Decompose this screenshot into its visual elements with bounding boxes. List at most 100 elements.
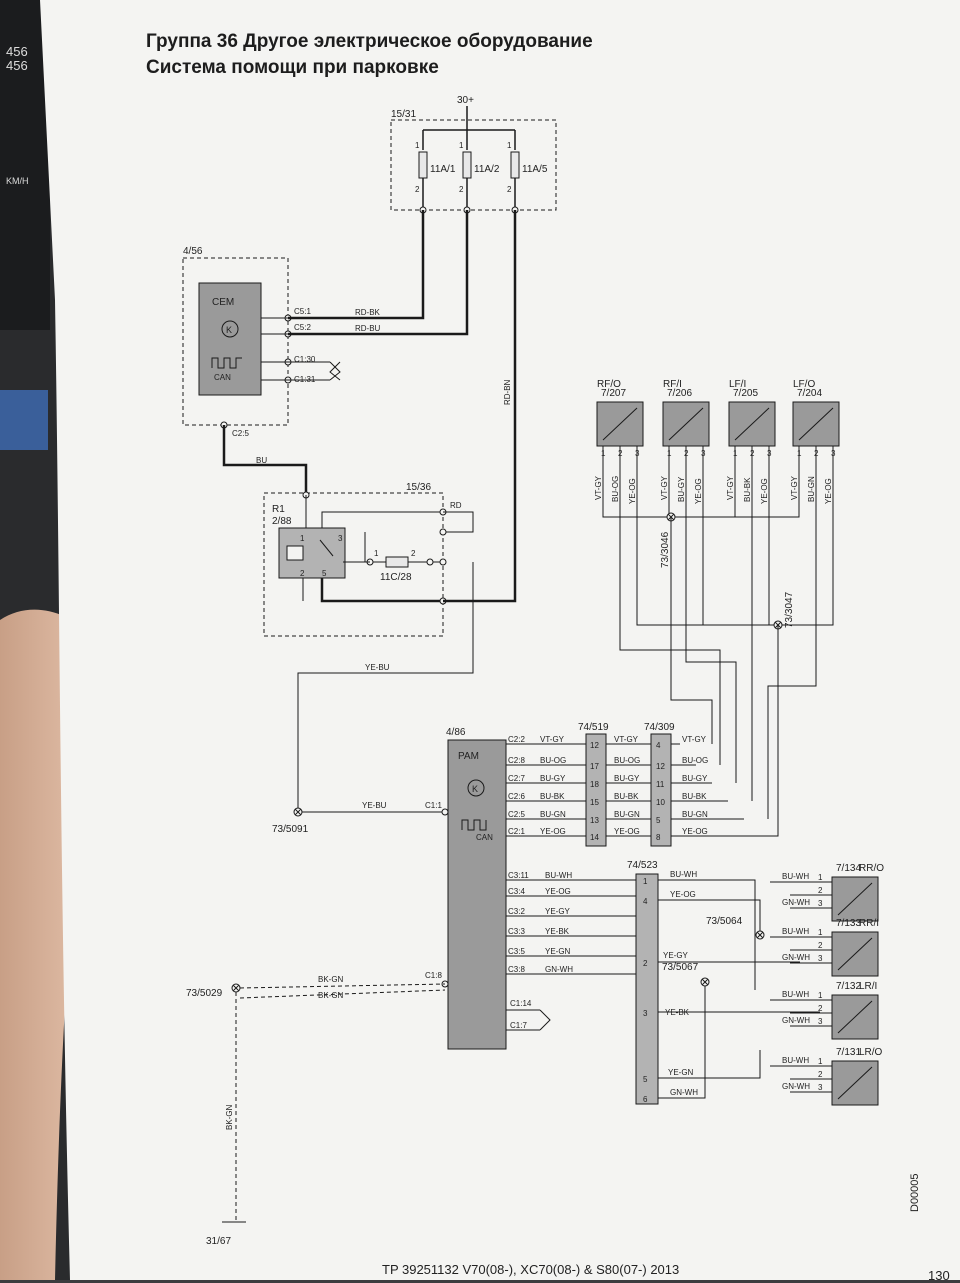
wire-rd-bk [288,210,425,320]
cem-processor-icon [221,320,239,338]
sensor-lro-pin-3: 3 [818,1083,823,1092]
sensor-rfo-wire-1: VT-GY [594,475,603,500]
fuse-11c-label: 11C/28 [380,572,412,583]
sensor-lfi-name: LF/I [729,379,746,390]
front-wire-b-label-3: BU-BK [682,792,707,801]
splice-5091-label: 73/5091 [272,824,309,835]
wire-bk-gn-2 [239,989,446,999]
cem-c1-30-label: C1:30 [294,355,316,364]
sensor-lri-pin-3: 3 [818,1017,823,1026]
sensor-rfi-ref: 7/206 [667,388,692,399]
relay-p3: 3 [338,534,343,543]
sensor-lro-diag [837,1066,873,1100]
pam-can-label: CAN [476,833,493,842]
conn-309-label: 74/309 [644,722,675,733]
cem-processor-glyph: K [226,325,232,335]
front-wire-a-label-5: YE-OG [540,827,566,836]
pam-ref: 4/86 [446,727,466,738]
pam-c1-14-label: C1:14 [510,999,532,1008]
relay-p5: 5 [322,569,327,578]
can-twist-b [329,361,341,381]
sensor-rfi-diag [668,407,704,441]
sensor-lfo-name: LF/O [793,379,815,390]
front-pin-2: C2:7 [508,774,525,783]
c523-pin-1: 4 [643,897,648,906]
fuse-1-pin1: 1 [415,141,420,150]
page-title: Группа 36 Другое электрическое оборудова… [146,31,593,52]
rear-pin-1: C3:4 [508,887,525,896]
footer-reference: TP 39251132 V70(08-), XC70(08-) & S80(07… [382,1262,680,1277]
cem-ref: 4/56 [183,246,203,257]
front-wire-b-label-0: VT-GY [682,735,707,744]
relay-p2: 2 [300,569,305,578]
sensor-lfo-bu [767,480,817,819]
front-wire-mid-label-3: BU-BK [614,792,639,801]
pam-c1-7-label: C1:7 [510,1021,527,1030]
c309-pin-0: 4 [656,741,661,750]
sensor-rfi-wire-2: BU-GY [677,476,686,502]
fuse-11c-p1: 1 [374,549,379,558]
sensor-lro-ref: 7/131 [836,1047,861,1058]
sensor-rri-diag [837,937,873,971]
wire-rd-bu-label: RD-BU [355,324,381,333]
splice-3046-label: 73/3046 [660,531,671,568]
pam-processor-glyph: K [472,784,478,794]
dash-reading-1: 456 [6,44,28,59]
sensor-lfi-wire-3: YE-OG [760,478,769,504]
c523-ye-og-label: YE-OG [670,890,696,899]
dash-unit: KM/H [6,176,29,186]
sensor-lro-wire-1: BU-WH [782,1056,809,1065]
front-wire-mid-label-1: BU-OG [614,756,640,765]
sensor-lfo-diag [798,407,834,441]
rear-wire-label-3: YE-BK [545,927,570,936]
conn-519-label: 74/519 [578,722,609,733]
conn-74-523 [635,873,659,1105]
relay-contact [319,539,334,557]
front-wire-mid-label-2: BU-GY [614,774,640,783]
splice-73-5067-x2 [701,978,709,986]
pam-can-waveform [461,819,487,831]
front-wire-b-label-4: BU-GN [682,810,708,819]
sensor-lfi-wire-2: BU-BK [743,477,752,502]
rear-wire-label-5: GN-WH [545,965,573,974]
ground-label: 31/67 [206,1236,231,1247]
c519-pin-3: 15 [590,798,599,807]
sensor-lri-wire-3: GN-WH [782,1016,810,1025]
sensor-rri-ref: 7/133 [836,918,861,929]
sensor-rri-pin-1: 1 [818,928,823,937]
sensor-lfi-diag [734,407,770,441]
cem-can-waveform [211,357,242,369]
sensor-rri-wire-3: GN-WH [782,953,810,962]
conn-74-519 [585,733,607,847]
front-wire-mid-label-5: YE-OG [614,827,640,836]
c523-pin-4: 5 [643,1075,648,1084]
sensor-lfi-wire-1: VT-GY [726,475,735,500]
wire-rd-bn-label: RD-BN [503,379,512,405]
fuse-11c-p2: 2 [411,549,416,558]
front-pin-0: C2:2 [508,735,525,744]
front-wire-mid-label-4: BU-GN [614,810,640,819]
sensor-rfi-wire-3: YE-OG [694,478,703,504]
fuse-1-pin2: 2 [415,185,420,194]
c519-pin-5: 14 [590,833,599,842]
pam-c1-8-label: C1:8 [425,971,442,980]
sensor-lri-wire-1: BU-WH [782,990,809,999]
sensor-lfo-vt-gy [671,470,800,518]
sensor-rfi-ye-og [702,490,778,626]
sensor-lfo-wire-1: VT-GY [790,475,799,500]
sensor-rro-name: RR/O [859,863,884,874]
page-number: 130 [928,1268,950,1283]
splice-3047-label: 73/3047 [784,591,795,628]
c523-pin-3: 3 [643,1009,648,1018]
c519-pin-2: 18 [590,780,599,789]
front-wire-a-label-2: BU-GY [540,774,566,783]
conn-523-label: 74/523 [627,860,658,871]
front-wire-b-label-2: BU-GY [682,774,708,783]
splice-73-5064-x2 [756,931,764,939]
c523-gn-wh [658,985,706,1099]
rear-pin-5: C3:8 [508,965,525,974]
rear-wire-label-1: YE-OG [545,887,571,896]
front-wire-b-label-5: YE-OG [682,827,708,836]
wire-bk-gn-1-label: BK-GN [318,975,344,984]
supply-label: 30+ [457,95,474,106]
